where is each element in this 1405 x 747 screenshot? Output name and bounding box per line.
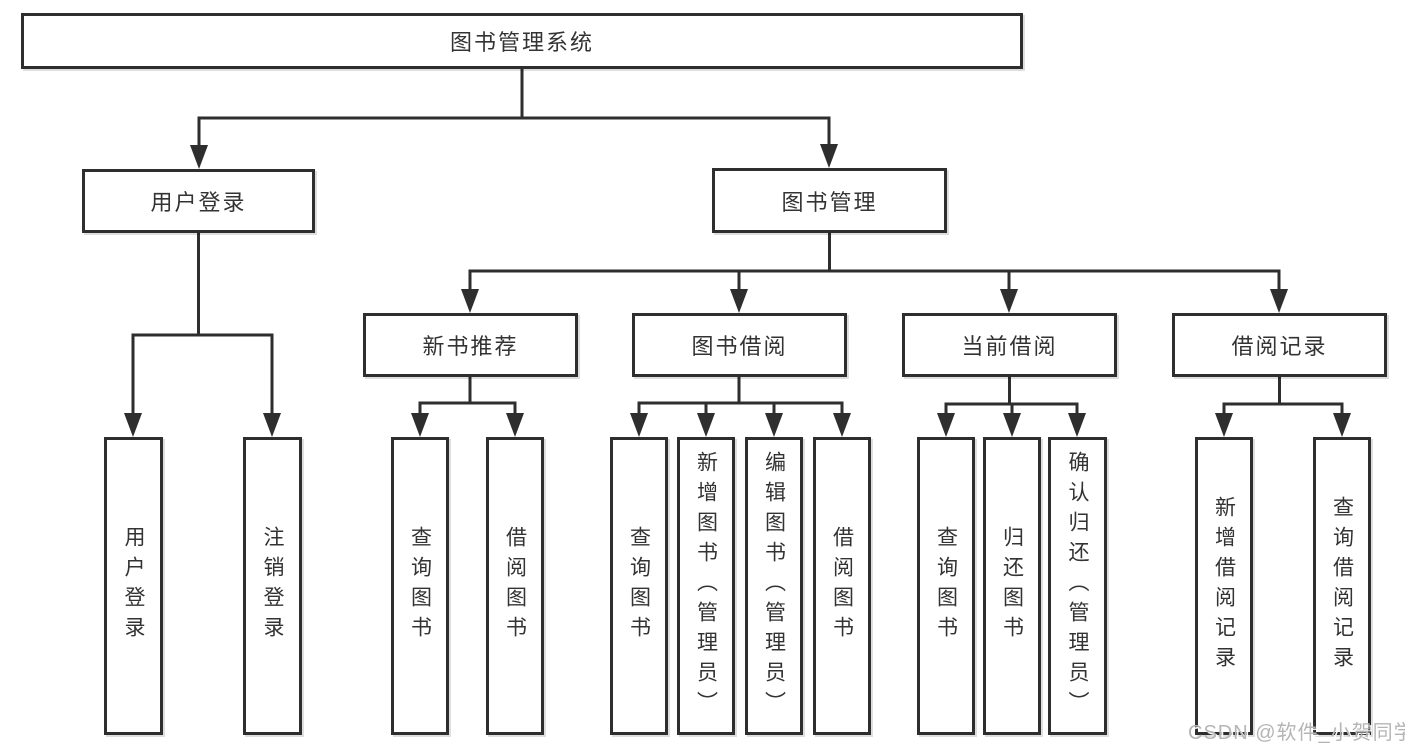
leaf-add-borrow-record: 新增借阅记录 <box>1195 437 1253 735</box>
node-current-borrow: 当前借阅 <box>902 313 1117 377</box>
leaf-add-book-admin: 新增图书（管理员） <box>677 437 735 735</box>
leaf-borrow-book-recommend: 借阅图书 <box>486 437 544 735</box>
node-label: 注销登录 <box>261 526 284 646</box>
node-label: 查询图书 <box>934 526 958 646</box>
leaf-query-book-recommend: 查询图书 <box>391 437 449 735</box>
node-label: 图书管理 <box>781 189 878 215</box>
node-label: 新增借阅记录 <box>1212 496 1236 676</box>
node-label: 编辑图书（管理员） <box>762 451 786 721</box>
node-label: 借阅记录 <box>1231 334 1328 359</box>
leaf-logout-login: 注销登录 <box>243 437 302 735</box>
leaf-return-book: 归还图书 <box>983 437 1041 735</box>
node-label: 查询借阅记录 <box>1330 496 1354 676</box>
node-label: 图书借阅 <box>691 334 788 359</box>
node-book-management: 图书管理 <box>712 168 947 233</box>
node-borrow-records: 借阅记录 <box>1172 313 1387 377</box>
leaf-user-login: 用户登录 <box>104 437 163 735</box>
node-label: 确认归还（管理员） <box>1066 451 1089 721</box>
node-label: 用户登录 <box>150 190 247 215</box>
node-label: 图书管理系统 <box>449 30 594 55</box>
leaf-query-book-borrow: 查询图书 <box>610 437 668 735</box>
node-label: 用户登录 <box>122 526 145 646</box>
node-label: 归还图书 <box>1000 526 1024 646</box>
arrowheads <box>124 144 1351 437</box>
node-label: 查询图书 <box>408 526 432 646</box>
node-label: 查询图书 <box>627 526 651 646</box>
leaf-edit-book-admin: 编辑图书（管理员） <box>745 437 803 735</box>
leaf-confirm-return-admin: 确认归还（管理员） <box>1048 437 1107 735</box>
node-new-book-recommend: 新书推荐 <box>363 313 578 377</box>
leaf-query-borrow-record: 查询借阅记录 <box>1313 437 1371 735</box>
node-label: 当前借阅 <box>961 334 1058 359</box>
node-label: 借阅图书 <box>830 526 854 646</box>
node-label: 新增图书（管理员） <box>694 451 718 721</box>
csdn-watermark: CSDN @软件_小贺同学 <box>1188 722 1405 744</box>
leaf-query-book-current: 查询图书 <box>917 437 975 735</box>
leaf-borrow-book: 借阅图书 <box>813 437 871 735</box>
node-book-borrow: 图书借阅 <box>632 313 847 377</box>
node-label: 借阅图书 <box>503 526 527 646</box>
node-label: 新书推荐 <box>422 334 519 359</box>
node-user-login: 用户登录 <box>82 169 315 233</box>
node-root-system: 图书管理系统 <box>21 13 1023 69</box>
